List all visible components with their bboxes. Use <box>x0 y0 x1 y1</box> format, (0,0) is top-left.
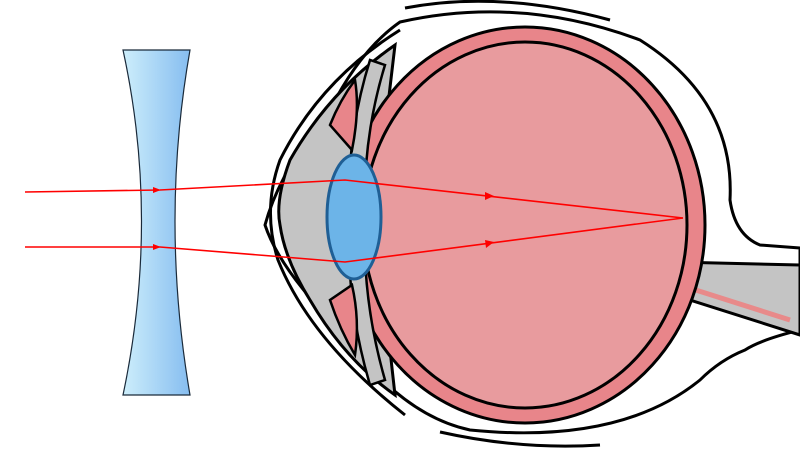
cornea-outline <box>268 28 406 417</box>
eyelid-outline-upper <box>404 0 611 22</box>
light-ray-upper <box>24 179 684 219</box>
optic-nerve-vessel <box>679 282 791 323</box>
ray-arrow-icon <box>153 244 161 250</box>
ray-arrow-icon <box>153 187 161 193</box>
iris-upper <box>328 76 359 153</box>
ray-arrow-icon <box>485 240 494 248</box>
eyelid-outline-lower <box>439 430 601 448</box>
crystalline-lens <box>325 153 383 281</box>
concave-lens <box>122 49 191 396</box>
iris-lower <box>328 282 359 359</box>
ray-arrow-icon <box>485 192 494 200</box>
vitreous-body <box>361 40 689 410</box>
light-ray-lower <box>25 217 684 263</box>
